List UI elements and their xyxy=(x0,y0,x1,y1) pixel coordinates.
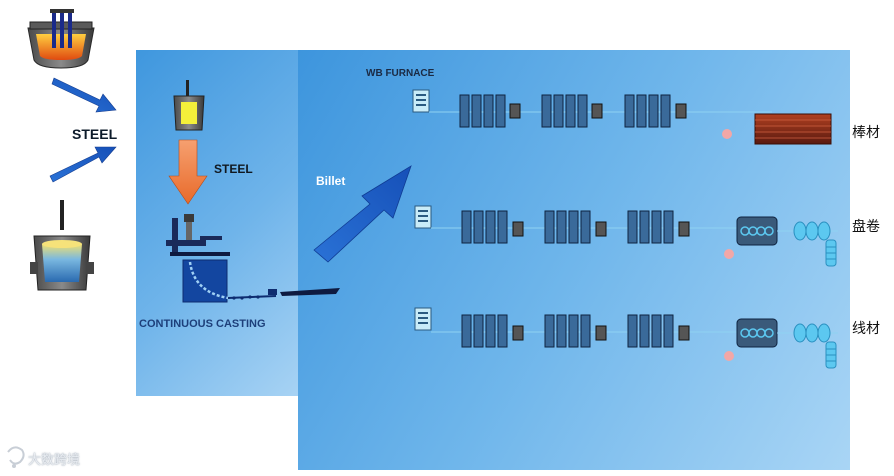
wire-rod-product-icon xyxy=(793,323,837,369)
rolling-stand-group xyxy=(459,94,521,128)
reheating-furnace-icon xyxy=(414,307,432,331)
rolling-stand-group xyxy=(544,314,607,348)
reheating-furnace-icon xyxy=(412,89,430,113)
bar-product-icon xyxy=(754,113,832,145)
watermark: 大数跨境 xyxy=(28,453,81,468)
electric-arc-furnace-icon xyxy=(27,9,95,69)
rolling-line-coil xyxy=(414,205,838,267)
rolling-stand-group xyxy=(461,210,524,244)
steel-flow-arrow xyxy=(168,139,208,205)
continuous-casting-panel xyxy=(136,50,300,396)
rolling-stand-group xyxy=(624,94,687,128)
rolling-stand-group xyxy=(544,210,607,244)
input-arrow-upper xyxy=(51,77,117,113)
tundish-icon xyxy=(173,80,205,131)
rolling-line-bar xyxy=(412,89,832,145)
continuous-casting-label: CONTINUOUS CASTING xyxy=(139,318,266,330)
product-label-wire-rod: 线材 xyxy=(852,321,880,337)
furnace-label: WB FURNACE xyxy=(366,68,435,79)
product-label-coil: 盘卷 xyxy=(852,219,880,235)
billet-label: Billet xyxy=(316,174,346,188)
continuous-caster-icon xyxy=(166,214,340,303)
reheating-furnace-icon xyxy=(414,205,432,229)
input-arrow-lower xyxy=(49,146,117,183)
steel-label: STEEL xyxy=(72,126,118,142)
laying-head-icon xyxy=(736,318,778,348)
product-label-bar: 棒材 xyxy=(852,125,880,141)
ladle-icon xyxy=(30,200,94,291)
watermark-logo-icon xyxy=(7,446,25,468)
rolling-stand-group xyxy=(627,210,690,244)
rolling-stand-group xyxy=(627,314,690,348)
laying-head-icon xyxy=(736,216,778,246)
rolling-line-wire xyxy=(414,307,838,369)
billet-arrow xyxy=(313,165,412,263)
coil-product-icon xyxy=(793,221,837,267)
rolling-stand-group xyxy=(541,94,603,128)
steel-flow-label: STEEL xyxy=(214,162,253,176)
rolling-stand-group xyxy=(461,314,524,348)
